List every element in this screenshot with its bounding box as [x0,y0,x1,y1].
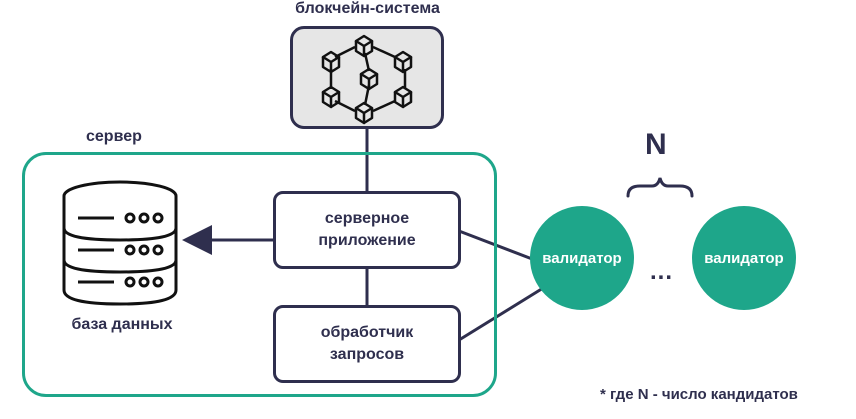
validator-left: валидатор [530,206,634,310]
n-label: N [645,128,667,161]
blockchain-label: блокчейн-система [295,0,440,17]
curly-brace [626,177,694,198]
blockchain-box [290,26,444,129]
server-app-line1: серверное [324,210,410,227]
database-icon [62,180,178,306]
blockchain-cubes-icon [321,34,413,125]
server-app-box: серверное приложение [273,191,461,269]
handler-line2: запросов [329,346,405,363]
database-label: база данных [71,316,173,333]
server-label: сервер [86,128,142,145]
link-app-validator [458,229,541,264]
server-frame [22,152,497,397]
footnote: * где N - число кандидатов [600,386,798,403]
link-handler-validator [458,283,549,342]
request-handler-box: обработчик запросов [273,305,461,383]
validators-ellipsis: ... [650,258,674,285]
handler-line1: обработчик [320,324,414,341]
validator-right: валидатор [692,206,796,310]
server-app-line2: приложение [318,232,416,249]
